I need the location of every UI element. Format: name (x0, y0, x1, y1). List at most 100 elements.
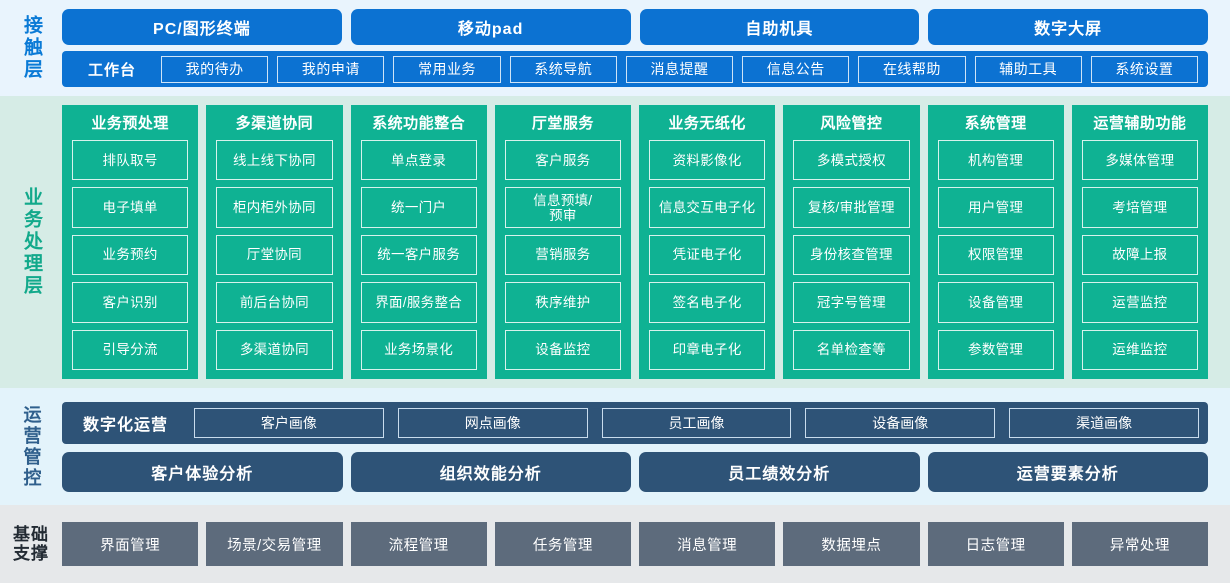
business-column-title: 运营辅助功能 (1093, 115, 1187, 132)
business-item[interactable]: 排队取号 (72, 140, 189, 181)
business-column-items: 多模式授权 复核/审批管理 身份核查管理 冠字号管理 名单检查等 (793, 140, 910, 371)
foundation-layer-label: 基础 支撑 (0, 525, 62, 563)
channel-self-service[interactable]: 自助机具 (639, 9, 920, 45)
workbench-item-my-application[interactable]: 我的申请 (277, 55, 385, 83)
business-column-items: 单点登录 统一门户 统一客户服务 界面/服务整合 业务场景化 (360, 140, 477, 371)
business-column-items: 客户服务 信息预填/ 预审 营销服务 秩序维护 设备监控 (504, 140, 621, 371)
portrait-item-customer[interactable]: 客户画像 (194, 407, 384, 438)
foundation-item-data-tracking[interactable]: 数据埋点 (783, 522, 920, 566)
business-item[interactable]: 单点登录 (360, 140, 477, 181)
business-item[interactable]: 设备监控 (504, 329, 621, 371)
business-item[interactable]: 考培管理 (1081, 187, 1198, 228)
workbench-item-common-business[interactable]: 常用业务 (393, 55, 501, 83)
business-item[interactable]: 界面/服务整合 (360, 282, 477, 323)
business-item[interactable]: 柜内柜外协同 (216, 187, 333, 228)
foundation-layer-body: 界面管理 场景/交易管理 流程管理 任务管理 消息管理 数据埋点 日志管理 异常… (62, 522, 1208, 566)
analysis-customer-experience[interactable]: 客户体验分析 (62, 451, 343, 492)
business-column-items: 资料影像化 信息交互电子化 凭证电子化 签名电子化 印章电子化 (649, 140, 766, 371)
business-item[interactable]: 客户服务 (504, 140, 621, 181)
business-item[interactable]: 营销服务 (504, 234, 621, 276)
workbench-item-system-settings[interactable]: 系统设置 (1090, 55, 1198, 83)
business-item[interactable]: 身份核查管理 (793, 234, 910, 276)
business-column-risk-control: 风险管控 多模式授权 复核/审批管理 身份核查管理 冠字号管理 名单检查等 (783, 105, 920, 379)
operations-analysis-row: 客户体验分析 组织效能分析 员工绩效分析 运营要素分析 (62, 451, 1208, 492)
business-column-items: 排队取号 电子填单 业务预约 客户识别 引导分流 (72, 140, 189, 371)
business-column-multichannel: 多渠道协同 线上线下协同 柜内柜外协同 厅堂协同 前后台协同 多渠道协同 (206, 105, 343, 379)
business-column-operation-support: 运营辅助功能 多媒体管理 考培管理 故障上报 运营监控 运维监控 (1071, 105, 1208, 379)
business-item[interactable]: 机构管理 (937, 140, 1054, 181)
business-column-title: 多渠道协同 (235, 115, 314, 132)
operations-layer-label: 运营管控 (0, 405, 62, 489)
analysis-employee-performance[interactable]: 员工绩效分析 (639, 451, 920, 492)
business-item[interactable]: 信息交互电子化 (649, 187, 766, 228)
business-item[interactable]: 多媒体管理 (1081, 140, 1198, 181)
foundation-item-ui-management[interactable]: 界面管理 (62, 522, 199, 566)
business-item[interactable]: 复核/审批管理 (793, 187, 910, 228)
business-column-items: 机构管理 用户管理 权限管理 设备管理 参数管理 (937, 140, 1054, 371)
foundation-label-line1: 基础 (13, 524, 49, 544)
business-item[interactable]: 统一客户服务 (360, 234, 477, 276)
channel-digital-screen[interactable]: 数字大屏 (928, 9, 1208, 45)
workbench-item-online-help[interactable]: 在线帮助 (858, 55, 966, 83)
business-item[interactable]: 印章电子化 (649, 329, 766, 371)
business-item[interactable]: 权限管理 (937, 234, 1054, 276)
business-column-title: 系统管理 (964, 115, 1027, 132)
business-column-title: 业务无纸化 (668, 115, 746, 132)
business-item[interactable]: 电子填单 (72, 187, 189, 228)
workbench-item-aux-tools[interactable]: 辅助工具 (974, 55, 1082, 83)
business-item[interactable]: 秩序维护 (504, 282, 621, 323)
business-item[interactable]: 运营监控 (1081, 282, 1198, 323)
channel-pc[interactable]: PC/图形终端 (62, 9, 342, 45)
business-item[interactable]: 用户管理 (937, 187, 1054, 228)
business-item[interactable]: 厅堂协同 (216, 234, 333, 276)
business-item[interactable]: 多渠道协同 (216, 329, 333, 371)
foundation-item-task-management[interactable]: 任务管理 (494, 522, 631, 566)
foundation-item-process-management[interactable]: 流程管理 (350, 522, 487, 566)
business-item[interactable]: 统一门户 (360, 187, 477, 228)
business-item[interactable]: 设备管理 (937, 282, 1054, 323)
business-column-preprocessing: 业务预处理 排队取号 电子填单 业务预约 客户识别 引导分流 (62, 105, 199, 379)
foundation-label-line2: 支撑 (13, 544, 49, 563)
workbench-item-announcement[interactable]: 信息公告 (742, 55, 850, 83)
business-item[interactable]: 信息预填/ 预审 (504, 187, 621, 228)
business-item[interactable]: 冠字号管理 (793, 282, 910, 323)
channel-row: PC/图形终端 移动pad 自助机具 数字大屏 (62, 9, 1208, 45)
portrait-item-branch[interactable]: 网点画像 (397, 407, 588, 438)
business-column-system-management: 系统管理 机构管理 用户管理 权限管理 设备管理 参数管理 (927, 105, 1064, 379)
portrait-item-employee[interactable]: 员工画像 (601, 407, 792, 438)
business-item[interactable]: 客户识别 (72, 282, 189, 323)
business-item[interactable]: 线上线下协同 (216, 140, 333, 181)
contact-layer-body: PC/图形终端 移动pad 自助机具 数字大屏 工作台 我的待办 我的申请 常用… (62, 9, 1208, 87)
analysis-organization-efficiency[interactable]: 组织效能分析 (350, 451, 631, 492)
workbench-item-message-alert[interactable]: 消息提醒 (625, 55, 734, 83)
foundation-layer-label-block: 基础 支撑 (13, 525, 49, 563)
business-item[interactable]: 参数管理 (937, 329, 1054, 371)
business-item[interactable]: 名单检查等 (793, 329, 910, 371)
workbench-title: 工作台 (88, 61, 137, 79)
business-item[interactable]: 引导分流 (72, 329, 189, 371)
foundation-item-log-management[interactable]: 日志管理 (927, 522, 1064, 566)
foundation-item-message-management[interactable]: 消息管理 (639, 522, 776, 566)
foundation-item-exception-handling[interactable]: 异常处理 (1071, 522, 1208, 566)
workbench-item-system-navigation[interactable]: 系统导航 (509, 55, 617, 83)
foundation-item-scene-transaction[interactable]: 场景/交易管理 (206, 522, 343, 566)
business-item[interactable]: 多模式授权 (793, 140, 910, 181)
business-item[interactable]: 故障上报 (1081, 234, 1198, 276)
digital-operations-bar: 数字化运营 客户画像 网点画像 员工画像 设备画像 渠道画像 (62, 401, 1208, 444)
workbench-item-my-todo[interactable]: 我的待办 (161, 55, 269, 83)
contact-layer: 接触层 PC/图形终端 移动pad 自助机具 数字大屏 工作台 我的待办 我的申… (0, 0, 1230, 96)
business-column-hall-service: 厅堂服务 客户服务 信息预填/ 预审 营销服务 秩序维护 设备监控 (494, 105, 631, 379)
digital-operations-title: 数字化运营 (83, 416, 169, 434)
business-item[interactable]: 凭证电子化 (649, 234, 766, 276)
analysis-operation-factors[interactable]: 运营要素分析 (927, 451, 1208, 492)
portrait-item-channel[interactable]: 渠道画像 (1009, 407, 1199, 438)
portrait-item-device[interactable]: 设备画像 (805, 407, 996, 438)
business-item[interactable]: 资料影像化 (649, 140, 766, 181)
business-item[interactable]: 业务场景化 (360, 329, 477, 371)
business-item[interactable]: 业务预约 (72, 234, 189, 276)
business-item[interactable]: 运维监控 (1081, 329, 1198, 371)
channel-mobile-pad[interactable]: 移动pad (350, 9, 631, 45)
business-item[interactable]: 前后台协同 (216, 282, 333, 323)
business-item[interactable]: 签名电子化 (649, 282, 766, 323)
foundation-layer: 基础 支撑 界面管理 场景/交易管理 流程管理 任务管理 消息管理 数据埋点 日… (0, 505, 1230, 583)
